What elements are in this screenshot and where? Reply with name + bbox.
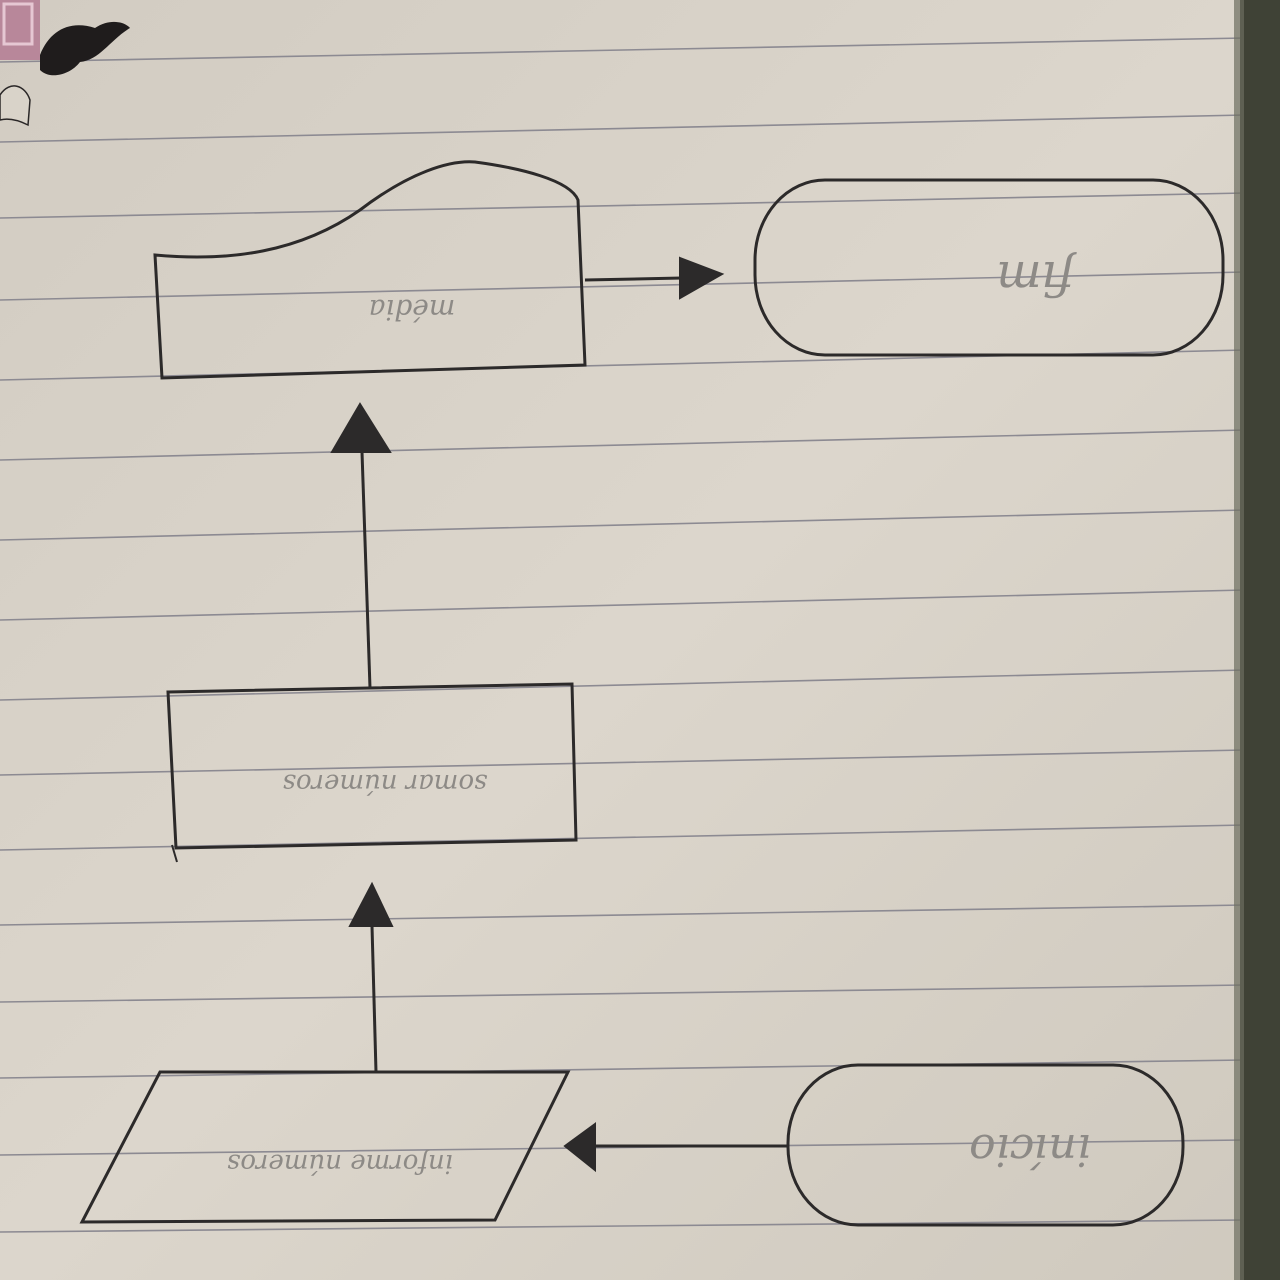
start-label: início: [969, 1124, 1091, 1175]
output-label: média: [369, 293, 456, 326]
binding-edge: [1234, 0, 1280, 1280]
output-document-shape: média: [153, 160, 587, 380]
input-label: informe números: [227, 1148, 453, 1178]
arrow-output-to-end: [584, 256, 725, 300]
end-label: fim: [996, 250, 1077, 306]
process-box: somar números: [166, 682, 578, 863]
corner-sticker: [0, 0, 130, 127]
arrow-input-to-process: [348, 881, 394, 1073]
input-parallelogram: informe números: [79, 1070, 571, 1224]
arrow-start-to-input: [563, 1122, 788, 1173]
ruled-lines: [0, 37, 1246, 1233]
flow-arrows: [330, 256, 788, 1173]
end-terminator: fim: [753, 178, 1225, 357]
process-label: somar números: [283, 768, 488, 798]
arrow-process-to-output: [330, 402, 392, 689]
start-terminator: início: [786, 1063, 1185, 1227]
